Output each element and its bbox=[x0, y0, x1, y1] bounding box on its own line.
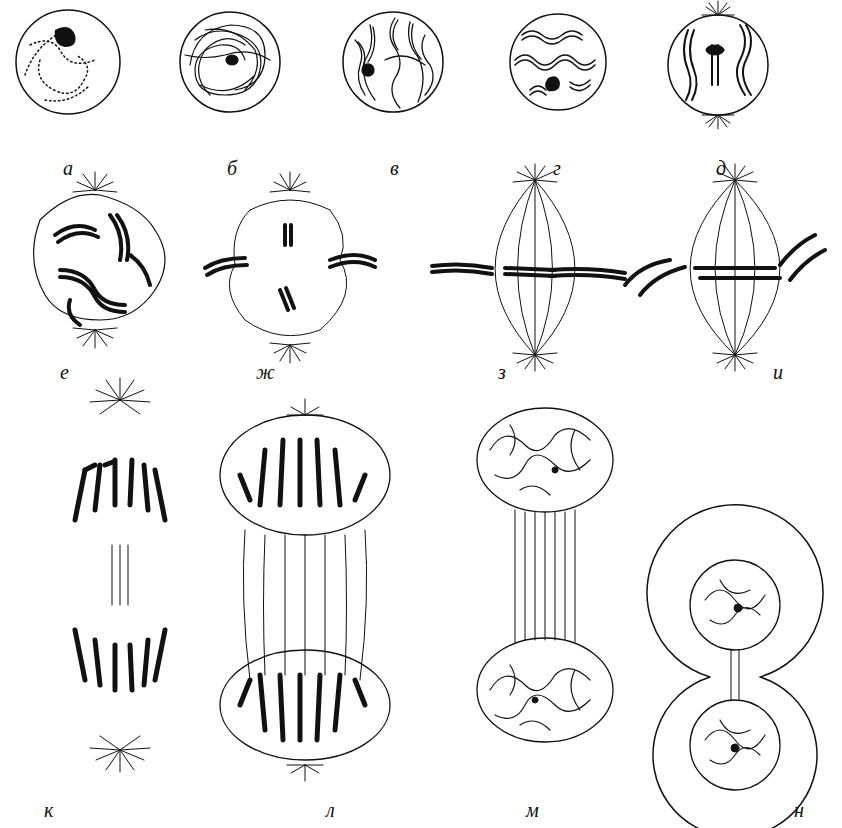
stage-letter: и bbox=[773, 362, 783, 382]
stage-i bbox=[625, 164, 825, 371]
stage-d bbox=[668, 1, 768, 129]
stage-letter: е bbox=[60, 362, 69, 382]
stage-letter: а bbox=[63, 158, 73, 178]
stage-letter: в bbox=[390, 158, 399, 178]
stage-letter: м bbox=[526, 800, 539, 820]
stage-letter: з bbox=[498, 362, 506, 382]
stage-a bbox=[16, 10, 120, 114]
stage-e bbox=[34, 172, 165, 348]
stage-n bbox=[647, 505, 823, 828]
stage-v bbox=[343, 12, 443, 112]
stage-letter: л bbox=[326, 800, 335, 820]
stage-letter: д bbox=[716, 158, 726, 178]
stage-g bbox=[510, 14, 606, 110]
stage-b bbox=[180, 12, 280, 112]
stage-letter: г bbox=[553, 158, 561, 178]
stage-zh bbox=[205, 172, 375, 363]
stage-letter: к bbox=[44, 800, 53, 820]
stage-k bbox=[75, 378, 165, 772]
stage-m bbox=[477, 408, 613, 742]
stage-letter: н bbox=[794, 800, 804, 820]
stage-z bbox=[432, 164, 625, 371]
stage-letter: б bbox=[227, 158, 237, 178]
stage-l bbox=[220, 399, 390, 781]
stage-letter: ж bbox=[256, 362, 275, 382]
